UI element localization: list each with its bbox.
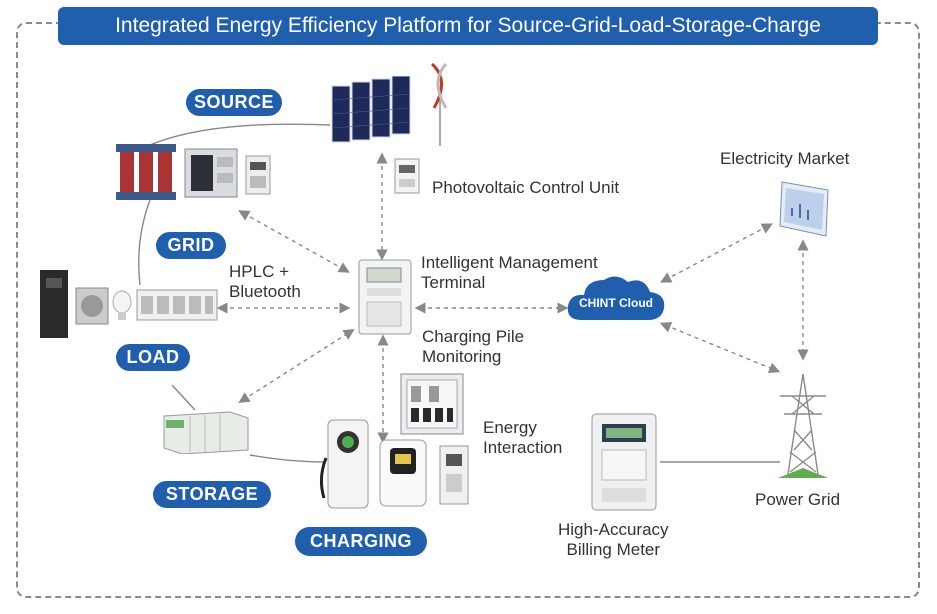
breaker-row-icon [136, 289, 218, 321]
charging-monitor-label: Charging Pile Monitoring [422, 327, 524, 367]
pv-control-unit-label: Photovoltaic Control Unit [432, 178, 620, 197]
charging-monitor-label-line1: Charging Pile [422, 327, 525, 346]
category-charging: CHARGING [295, 527, 427, 556]
wallbox-charger-icon [379, 439, 427, 507]
line-load-storage [171, 384, 196, 411]
transformer-icon [116, 144, 176, 200]
arrow-storage-terminal [238, 328, 355, 404]
category-grid: GRID [156, 232, 226, 259]
arrow-grid-terminal [238, 210, 350, 273]
page-title: Integrated Energy Efficiency Platform fo… [58, 7, 878, 45]
wind-turbine-icon [430, 62, 448, 146]
switchgear-icon [184, 148, 238, 198]
household-load-icon [40, 270, 132, 338]
charging-station-icon [319, 419, 369, 509]
billing-meter-label: High-Accuracy Billing Meter [558, 520, 669, 560]
category-source: SOURCE [186, 89, 282, 116]
line-storage-charging [249, 454, 326, 463]
line-grid-load [138, 199, 151, 286]
category-storage: STORAGE [153, 481, 271, 508]
meter-icon [591, 413, 657, 511]
arrow-cloud-market [660, 223, 773, 283]
hplc-label-line1: HPLC + [229, 262, 289, 281]
market-screen-icon [779, 181, 829, 237]
terminal-label-line1: Intelligent Management [421, 253, 598, 272]
solar-panel-icon [331, 76, 411, 143]
management-terminal-icon [358, 259, 412, 335]
category-load: LOAD [116, 344, 190, 371]
pv-control-unit-icon [394, 158, 420, 194]
billing-meter-line1: High-Accuracy [558, 520, 669, 539]
distribution-box-icon [400, 373, 464, 435]
line-source-grid [149, 123, 331, 146]
energy-interaction-line2: Interaction [483, 438, 563, 457]
electricity-market-label: Electricity Market [720, 149, 850, 168]
power-grid-label: Power Grid [755, 490, 841, 509]
storage-container-icon [163, 411, 249, 454]
energy-interaction-line1: Energy [483, 418, 537, 437]
terminal-label: Intelligent Management Terminal [421, 253, 598, 293]
terminal-label-line2: Terminal [421, 273, 486, 292]
hplc-label: HPLC + Bluetooth [229, 262, 301, 302]
charging-monitor-label-line2: Monitoring [422, 347, 502, 366]
pylon-icon [778, 373, 828, 478]
meter-small-icon [245, 155, 271, 195]
hplc-label-line2: Bluetooth [229, 282, 301, 301]
billing-meter-line2: Billing Meter [566, 540, 661, 559]
arrow-cloud-grid [659, 321, 781, 374]
cloud-icon [567, 276, 665, 320]
cloud-label: CHINT Cloud [579, 296, 653, 310]
din-meter-icon [439, 445, 469, 505]
energy-interaction-label: Energy Interaction [483, 418, 562, 458]
